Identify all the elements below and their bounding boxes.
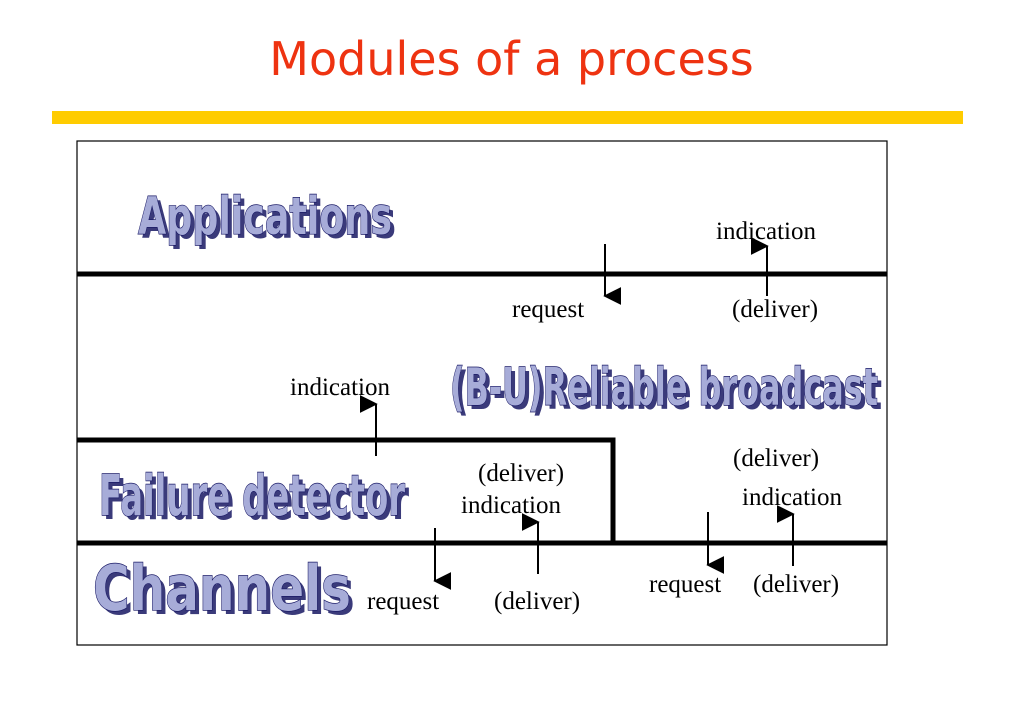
reliable-broadcast-module-label: (B-U)Reliable broadcast: [450, 358, 878, 418]
failure-detector-module-shadow: Failure detector: [103, 468, 409, 533]
rb-deliver-right-label: (deliver): [733, 445, 819, 472]
reliable-broadcast-module-shadow: (B-U)Reliable broadcast: [454, 362, 882, 422]
failure-detector-module-label: Failure detector: [99, 464, 405, 529]
app-indication-label: indication: [716, 218, 816, 245]
rb-deliver-top-label: (deliver): [732, 296, 818, 323]
page-title: Modules of a process: [269, 32, 754, 86]
fd-indication-label: indication: [461, 492, 561, 519]
ch-request-left-label: request: [367, 588, 439, 615]
channels-module-label: Channels: [93, 552, 351, 625]
rb-request-label: request: [512, 296, 584, 323]
ch-deliver-left-label: (deliver): [494, 588, 580, 615]
rb-indication-left-label: indication: [290, 374, 390, 401]
channels-module-shadow: Channels: [97, 556, 355, 629]
rb-indication-right-label: indication: [742, 484, 842, 511]
applications-module-shadow: Applications: [142, 191, 396, 251]
fd-deliver-label: (deliver): [478, 460, 564, 487]
ch-deliver-right-label: (deliver): [753, 571, 839, 598]
ch-request-right-label: request: [649, 571, 721, 598]
title-underline: [52, 111, 963, 124]
diagram-frame: [76, 140, 888, 646]
applications-module-label: Applications: [138, 187, 392, 247]
failure-detector-boundary-line: [77, 437, 616, 543]
